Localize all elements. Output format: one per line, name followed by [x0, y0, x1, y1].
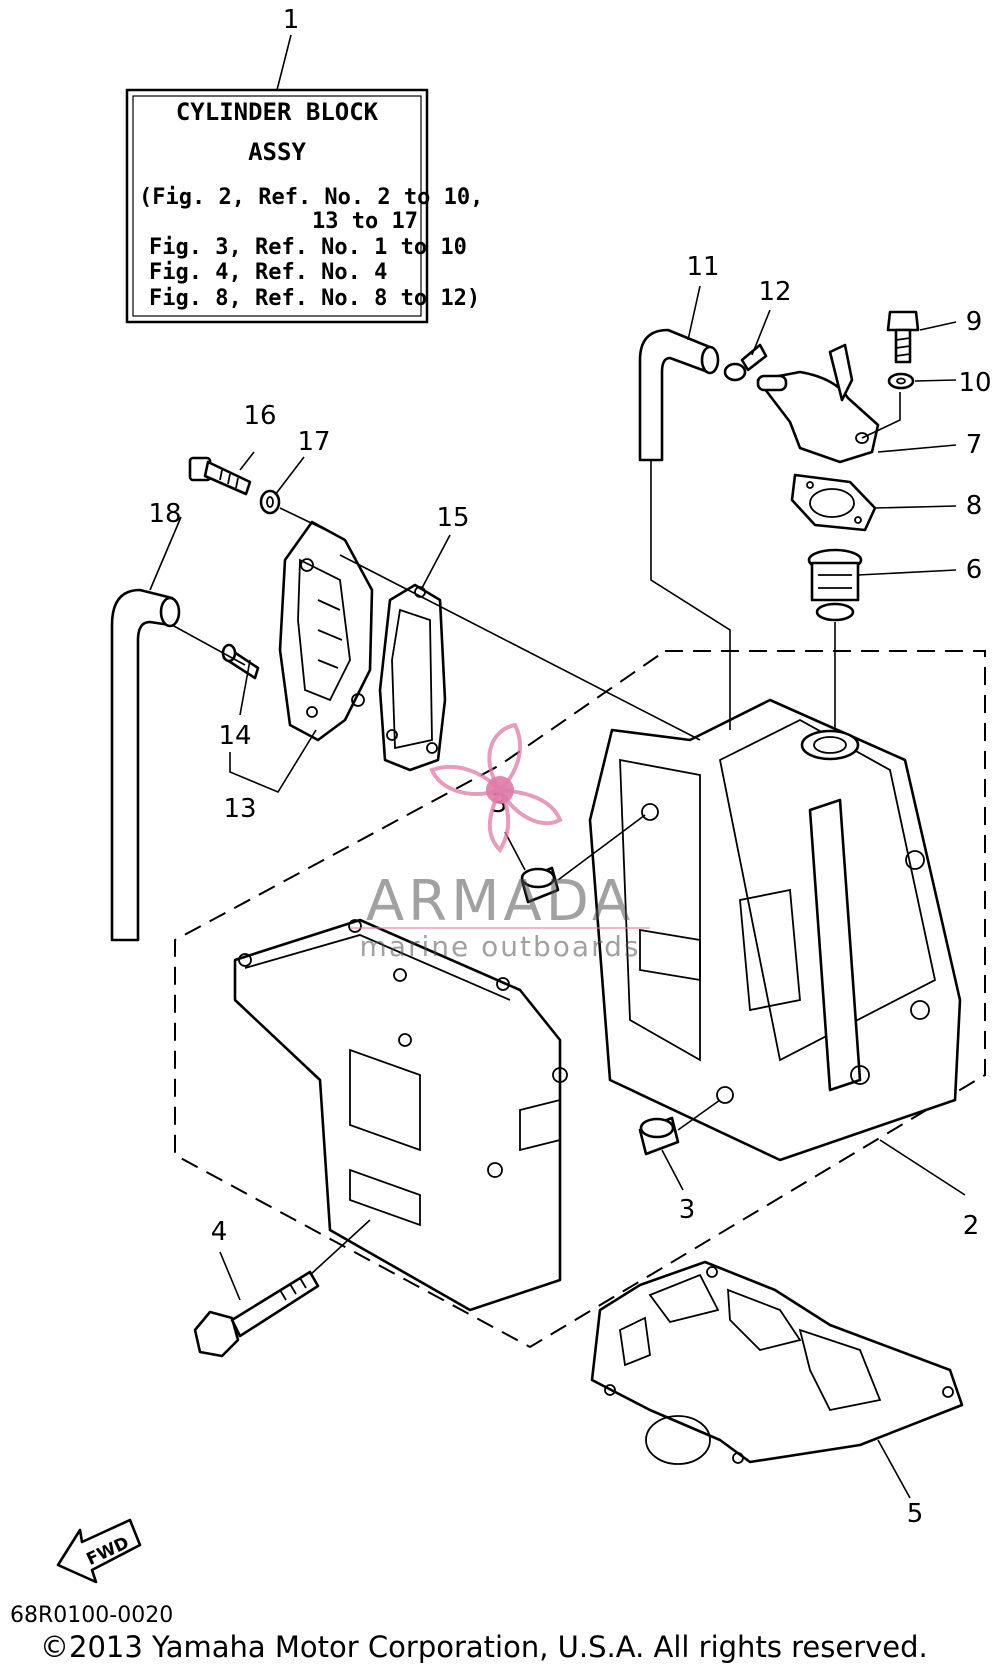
armada-logo-hub — [486, 776, 514, 804]
cylinder-block-assy-box: CYLINDER BLOCK ASSY (Fig. 2, Ref. No. 2 … — [125, 34, 483, 324]
fwd-arrow-icon: FWD — [56, 1518, 142, 1584]
callout-17: 17 — [297, 427, 330, 457]
box-ref-line4: Fig. 4, Ref. No. 4 — [149, 260, 387, 285]
leader-lines — [149, 285, 966, 1499]
callout-2: 2 — [963, 1211, 980, 1241]
cover-part-13 — [278, 520, 374, 742]
box-ref-line5: Fig. 8, Ref. No. 8 to 12) — [149, 286, 480, 311]
callout-13: 13 — [223, 794, 256, 824]
box-ref-line3: Fig. 3, Ref. No. 1 to 10 — [149, 235, 467, 260]
hose-part-18 — [110, 588, 181, 942]
bolt-part-16 — [188, 456, 252, 496]
armada-tagline: marine outboards — [360, 930, 641, 963]
callout-15: 15 — [436, 503, 469, 533]
callout-14: 14 — [218, 721, 251, 751]
gasket-part-15 — [378, 583, 447, 772]
box-title-line2: ASSY — [248, 138, 306, 166]
callout-7: 7 — [966, 430, 983, 460]
callout-4: 4 — [211, 1217, 228, 1247]
callout-11: 11 — [686, 252, 719, 282]
dowel-part-3-lower — [638, 1116, 680, 1156]
hose-part-11 — [638, 328, 720, 462]
bolt-part-4 — [193, 1270, 320, 1358]
armada-watermark: ARMADA marine outboards — [350, 722, 650, 963]
callout-3-lower: 3 — [679, 1195, 696, 1225]
bolt-part-9 — [886, 310, 920, 364]
armada-brand-text: ARMADA — [366, 869, 634, 934]
box-ref-line2: 13 to 17 — [312, 209, 418, 234]
callout-numbers: 1 2 3 3 4 5 6 7 8 9 10 11 12 13 14 15 16… — [148, 5, 991, 1529]
pin-part-14 — [221, 643, 260, 680]
callout-5: 5 — [907, 1499, 924, 1529]
thermostat-part-6 — [807, 548, 863, 622]
box-title-line1: CYLINDER BLOCK — [176, 98, 379, 126]
callout-6: 6 — [966, 555, 983, 585]
callout-18: 18 — [148, 499, 181, 529]
callout-8: 8 — [966, 491, 983, 521]
washer-part-17 — [259, 489, 281, 515]
crankcase-housing — [233, 918, 568, 1312]
cylinder-block-part-2 — [588, 698, 962, 1162]
dowel-part-3-upper — [520, 866, 560, 904]
copyright-notice: ©2013 Yamaha Motor Corporation, U.S.A. A… — [40, 1630, 928, 1664]
callout-12: 12 — [758, 277, 791, 307]
callout-9: 9 — [966, 307, 983, 337]
clip-part-12 — [723, 343, 768, 382]
callout-16: 16 — [243, 401, 276, 431]
washer-part-10 — [887, 372, 915, 390]
gasket-part-8 — [790, 473, 877, 532]
diagram-page-code: 68R0100-0020 — [10, 1603, 174, 1628]
callout-1: 1 — [283, 5, 300, 35]
assembly-outline — [174, 650, 986, 1349]
armada-propeller-logo — [429, 722, 563, 854]
gasket-part-5 — [590, 1260, 964, 1465]
callout-10: 10 — [958, 368, 991, 398]
thermostat-cover-part-7 — [756, 343, 880, 464]
box-ref-line1: (Fig. 2, Ref. No. 2 to 10, — [139, 185, 483, 210]
